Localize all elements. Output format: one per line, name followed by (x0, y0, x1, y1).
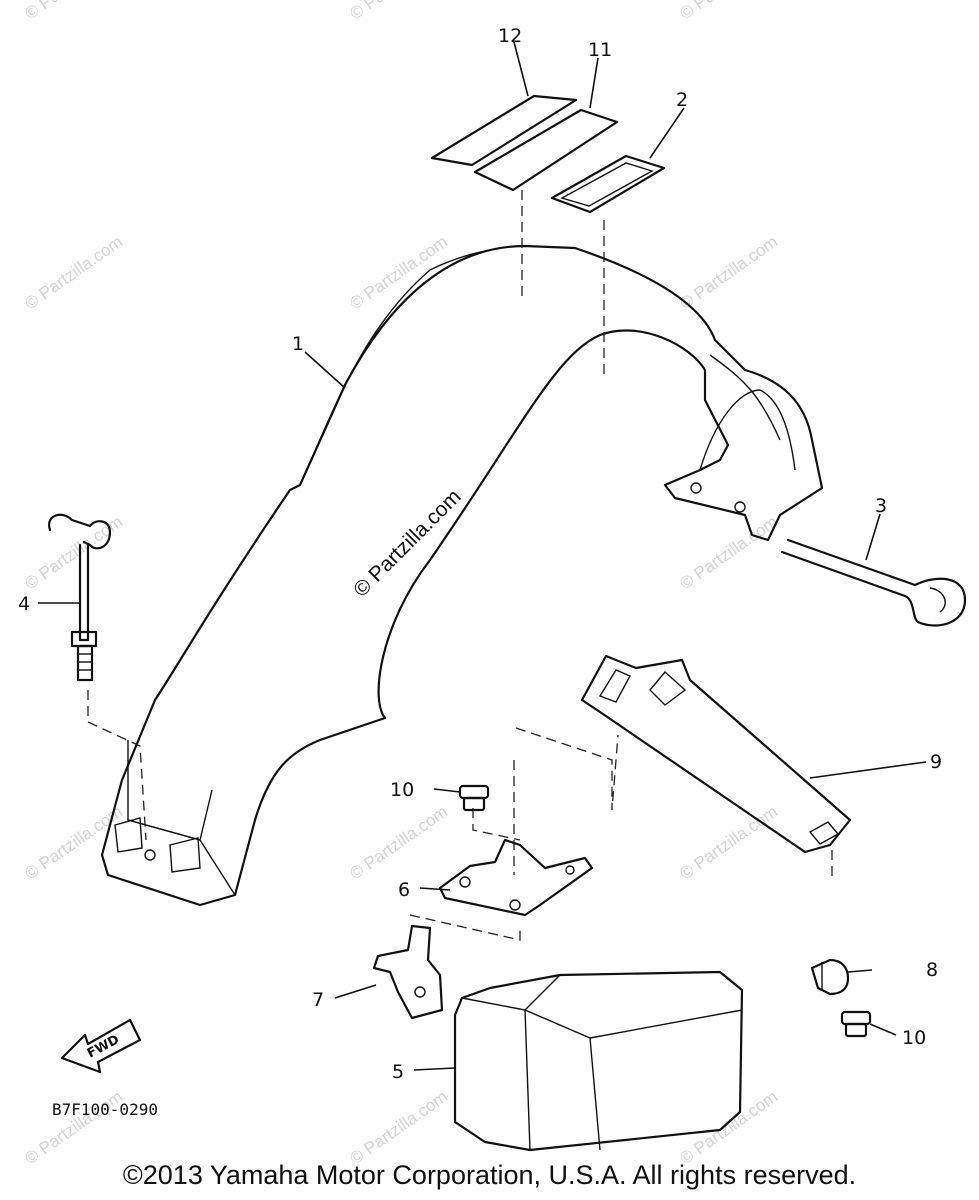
watermark-text: © Partzilla.com (21, 802, 126, 883)
callout-1: 1 (292, 333, 304, 355)
part-8-grommet (810, 958, 850, 996)
watermark-text: © Partzilla.com (676, 802, 781, 883)
callouts: 12 11 2 1 3 4 10 9 6 8 7 10 5 (18, 25, 942, 1083)
copyright-notice: ©2013 Yamaha Motor Corporation, U.S.A. A… (122, 1160, 857, 1190)
watermark-text: © Partzilla.com (346, 0, 451, 23)
callout-3: 3 (875, 495, 887, 517)
callout-12: 12 (498, 25, 522, 47)
diagram-code: B7F100-0290 (52, 1100, 158, 1119)
callout-2: 2 (676, 89, 688, 111)
watermark-center: © Partzilla.com (349, 485, 465, 601)
watermark-text: © Partzilla.com (676, 232, 781, 313)
part-10-nut-bottom (840, 1010, 872, 1038)
callout-7: 7 (312, 989, 324, 1011)
watermark-text: © Partzilla.com (21, 0, 126, 23)
leader-lines (38, 41, 927, 1071)
part-3-rod (780, 538, 967, 627)
assembly-guides (87, 190, 833, 941)
watermark-text: © Partzilla.com (676, 1087, 781, 1168)
part-4-knob-bolt (48, 513, 112, 682)
watermark-layer: © Partzilla.com © Partzilla.com © Partzi… (21, 0, 781, 1168)
fwd-arrow-icon: FWD (60, 1018, 142, 1074)
callout-5: 5 (392, 1061, 404, 1083)
callout-8: 8 (926, 959, 938, 981)
callout-6: 6 (398, 879, 410, 901)
part-2-emblem (550, 154, 666, 214)
watermark-text: © Partzilla.com (21, 512, 126, 593)
callout-10-bottom: 10 (902, 1027, 926, 1049)
part-7-bracket (372, 924, 444, 1020)
watermark-text: © Partzilla.com (676, 0, 781, 23)
watermark-text: © Partzilla.com (676, 512, 781, 593)
watermark-text: © Partzilla.com (346, 1087, 451, 1168)
fwd-label: FWD (85, 1032, 122, 1061)
callout-9: 9 (930, 751, 942, 773)
part-12-emblem (430, 94, 578, 167)
part-10-nut-top (458, 784, 490, 812)
callout-4: 4 (18, 593, 30, 615)
part-11-emblem (473, 108, 619, 192)
part-5-box (453, 970, 744, 1152)
watermark-text: © Partzilla.com (346, 802, 451, 883)
part-6-bracket (438, 838, 594, 917)
part-9-strap (580, 654, 852, 854)
callout-11: 11 (588, 39, 612, 61)
part-1-rear-fender (100, 244, 824, 907)
callout-10-top: 10 (390, 779, 414, 801)
watermark-text: © Partzilla.com (21, 232, 126, 313)
